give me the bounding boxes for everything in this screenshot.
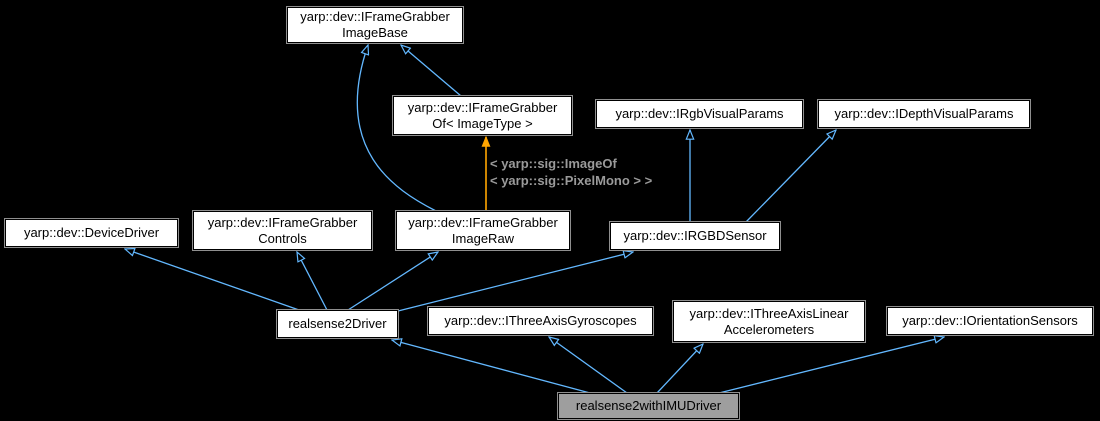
edge-realsense2driver-to-iframegrabbercontrols (297, 252, 328, 311)
edge-realsense2driver-to-iframegrabberimageraw (347, 252, 438, 311)
node-realsense2driver[interactable]: realsense2Driver (277, 310, 398, 338)
edge-realsense2withimudriver-to-ithreeaxisgyroscopes (549, 337, 628, 394)
node-irgbdsensor[interactable]: yarp::dev::IRGBDSensor (610, 222, 780, 250)
node-ithreeaxisgyroscopes[interactable]: yarp::dev::IThreeAxisGyroscopes (428, 307, 653, 335)
node-devicedriver[interactable]: yarp::dev::DeviceDriver (5, 219, 178, 247)
node-iframegrabberof[interactable]: yarp::dev::IFrameGrabber Of< ImageType > (393, 96, 572, 135)
node-iorientationsensors[interactable]: yarp::dev::IOrientationSensors (887, 307, 1093, 335)
edge-realsense2withimudriver-to-realsense2driver (392, 340, 591, 394)
node-idepthvisualparams[interactable]: yarp::dev::IDepthVisualParams (818, 100, 1030, 128)
node-iframegrabber-imagebase[interactable]: yarp::dev::IFrameGrabber ImageBase (287, 7, 463, 43)
edge-irgbdsensor-to-idepthvisualparams (745, 130, 836, 223)
edge-realsense2withimudriver-to-iorientationsensors (718, 337, 944, 394)
edge-iframegrabberof-to-imagebase (401, 45, 462, 97)
node-realsense2withimudriver-current: realsense2withIMUDriver (558, 393, 739, 419)
node-ithreeaxislinearaccelerometers[interactable]: yarp::dev::IThreeAxisLinear Acceleromete… (673, 301, 865, 342)
node-irgbvisualparams[interactable]: yarp::dev::IRgbVisualParams (596, 100, 803, 128)
edge-iframegrabberimageraw-to-imagebase (356, 45, 437, 212)
edge-realsense2driver-to-irgbdsensor (397, 252, 633, 312)
node-iframegrabbercontrols[interactable]: yarp::dev::IFrameGrabber Controls (193, 211, 372, 250)
node-iframegrabberimageraw[interactable]: yarp::dev::IFrameGrabber ImageRaw (396, 211, 570, 250)
template-instantiation-label: < yarp::sig::ImageOf < yarp::sig::PixelM… (490, 156, 653, 188)
edge-realsense2driver-to-devicedriver (125, 249, 300, 311)
edge-realsense2withimudriver-to-ithreeaxislinearaccelerometers (656, 344, 703, 394)
